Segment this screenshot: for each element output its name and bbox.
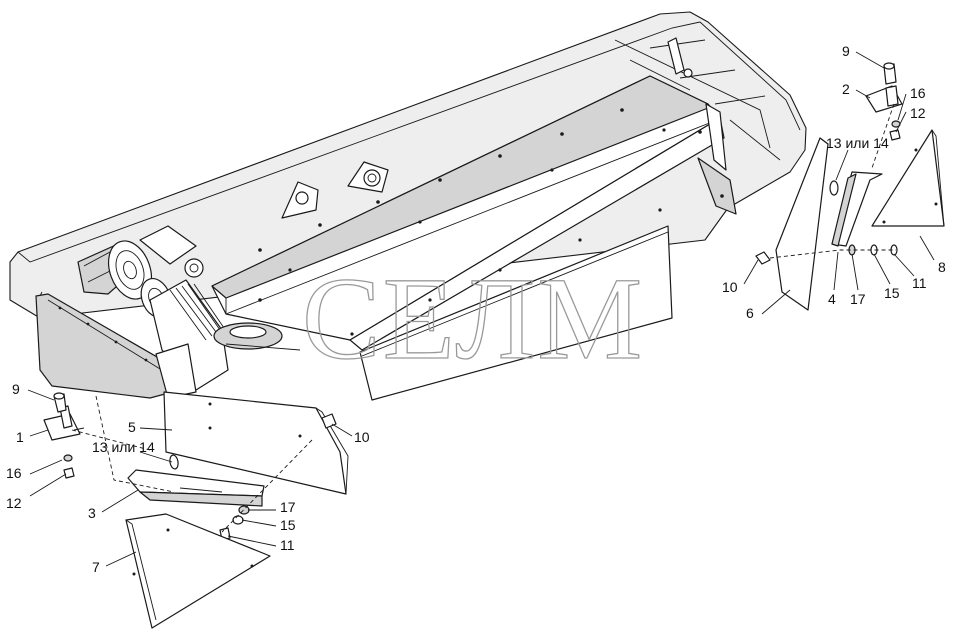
parts-17-15-11-left <box>219 505 250 541</box>
watermark-text: СЕЛМ <box>302 253 644 384</box>
callout-2: 2 <box>842 81 850 97</box>
callout-labels: 9 1 16 12 5 13 или 14 3 7 10 17 15 11 9 … <box>6 43 946 575</box>
callout-9-left: 9 <box>12 381 20 397</box>
part-13-14-ring-right <box>829 180 839 196</box>
callout-13-14-left: 13 или 14 <box>92 439 155 455</box>
callout-1: 1 <box>16 429 24 445</box>
callout-16-left: 16 <box>6 465 22 481</box>
callout-16-right: 16 <box>910 85 926 101</box>
part-2-bearing-block <box>865 85 903 113</box>
callout-4: 4 <box>828 291 836 307</box>
callout-12-right: 12 <box>910 105 926 121</box>
part-7-triangle-plate <box>125 513 271 629</box>
part-5-shield-plate <box>163 391 349 495</box>
blade-disc <box>213 322 301 351</box>
callout-5: 5 <box>128 419 136 435</box>
callout-7: 7 <box>92 559 100 575</box>
part-4-bracket <box>831 171 883 247</box>
part-8-triangle-plate <box>871 129 945 227</box>
callout-8: 8 <box>938 259 946 275</box>
beam-end-bracket <box>697 103 737 215</box>
callout-17-right: 17 <box>850 291 866 307</box>
callout-15-left: 15 <box>280 517 296 533</box>
callout-6: 6 <box>746 305 754 321</box>
part-1-bearing-block <box>43 405 85 441</box>
part-10-bolt-right <box>755 251 771 265</box>
part-16-12-fasteners-left <box>63 454 75 479</box>
left-frame <box>149 279 229 399</box>
part-6-shield-plate <box>775 137 829 311</box>
callout-12-left: 12 <box>6 495 22 511</box>
parts-17-15-11-right <box>848 244 898 256</box>
leader-lines <box>27 51 935 567</box>
callout-11-right: 11 <box>912 275 927 291</box>
top-lever <box>667 37 693 78</box>
part-16-12-fasteners-right <box>889 120 901 141</box>
callout-10-right: 10 <box>722 279 738 295</box>
hanging-guard-plate <box>359 225 673 401</box>
callout-3: 3 <box>88 505 96 521</box>
callout-10-left: 10 <box>354 429 370 445</box>
callout-13-14-right: 13 или 14 <box>826 135 889 151</box>
assembly-dashed-lines <box>71 103 896 533</box>
callout-15-right: 15 <box>884 285 900 301</box>
callout-9-right: 9 <box>842 43 850 59</box>
part-9-bolt-left <box>53 392 67 413</box>
callout-11-left: 11 <box>280 537 295 553</box>
pivot-brackets <box>281 161 389 219</box>
callout-17-left: 17 <box>280 499 296 515</box>
part-9-bolt-right <box>883 62 897 85</box>
